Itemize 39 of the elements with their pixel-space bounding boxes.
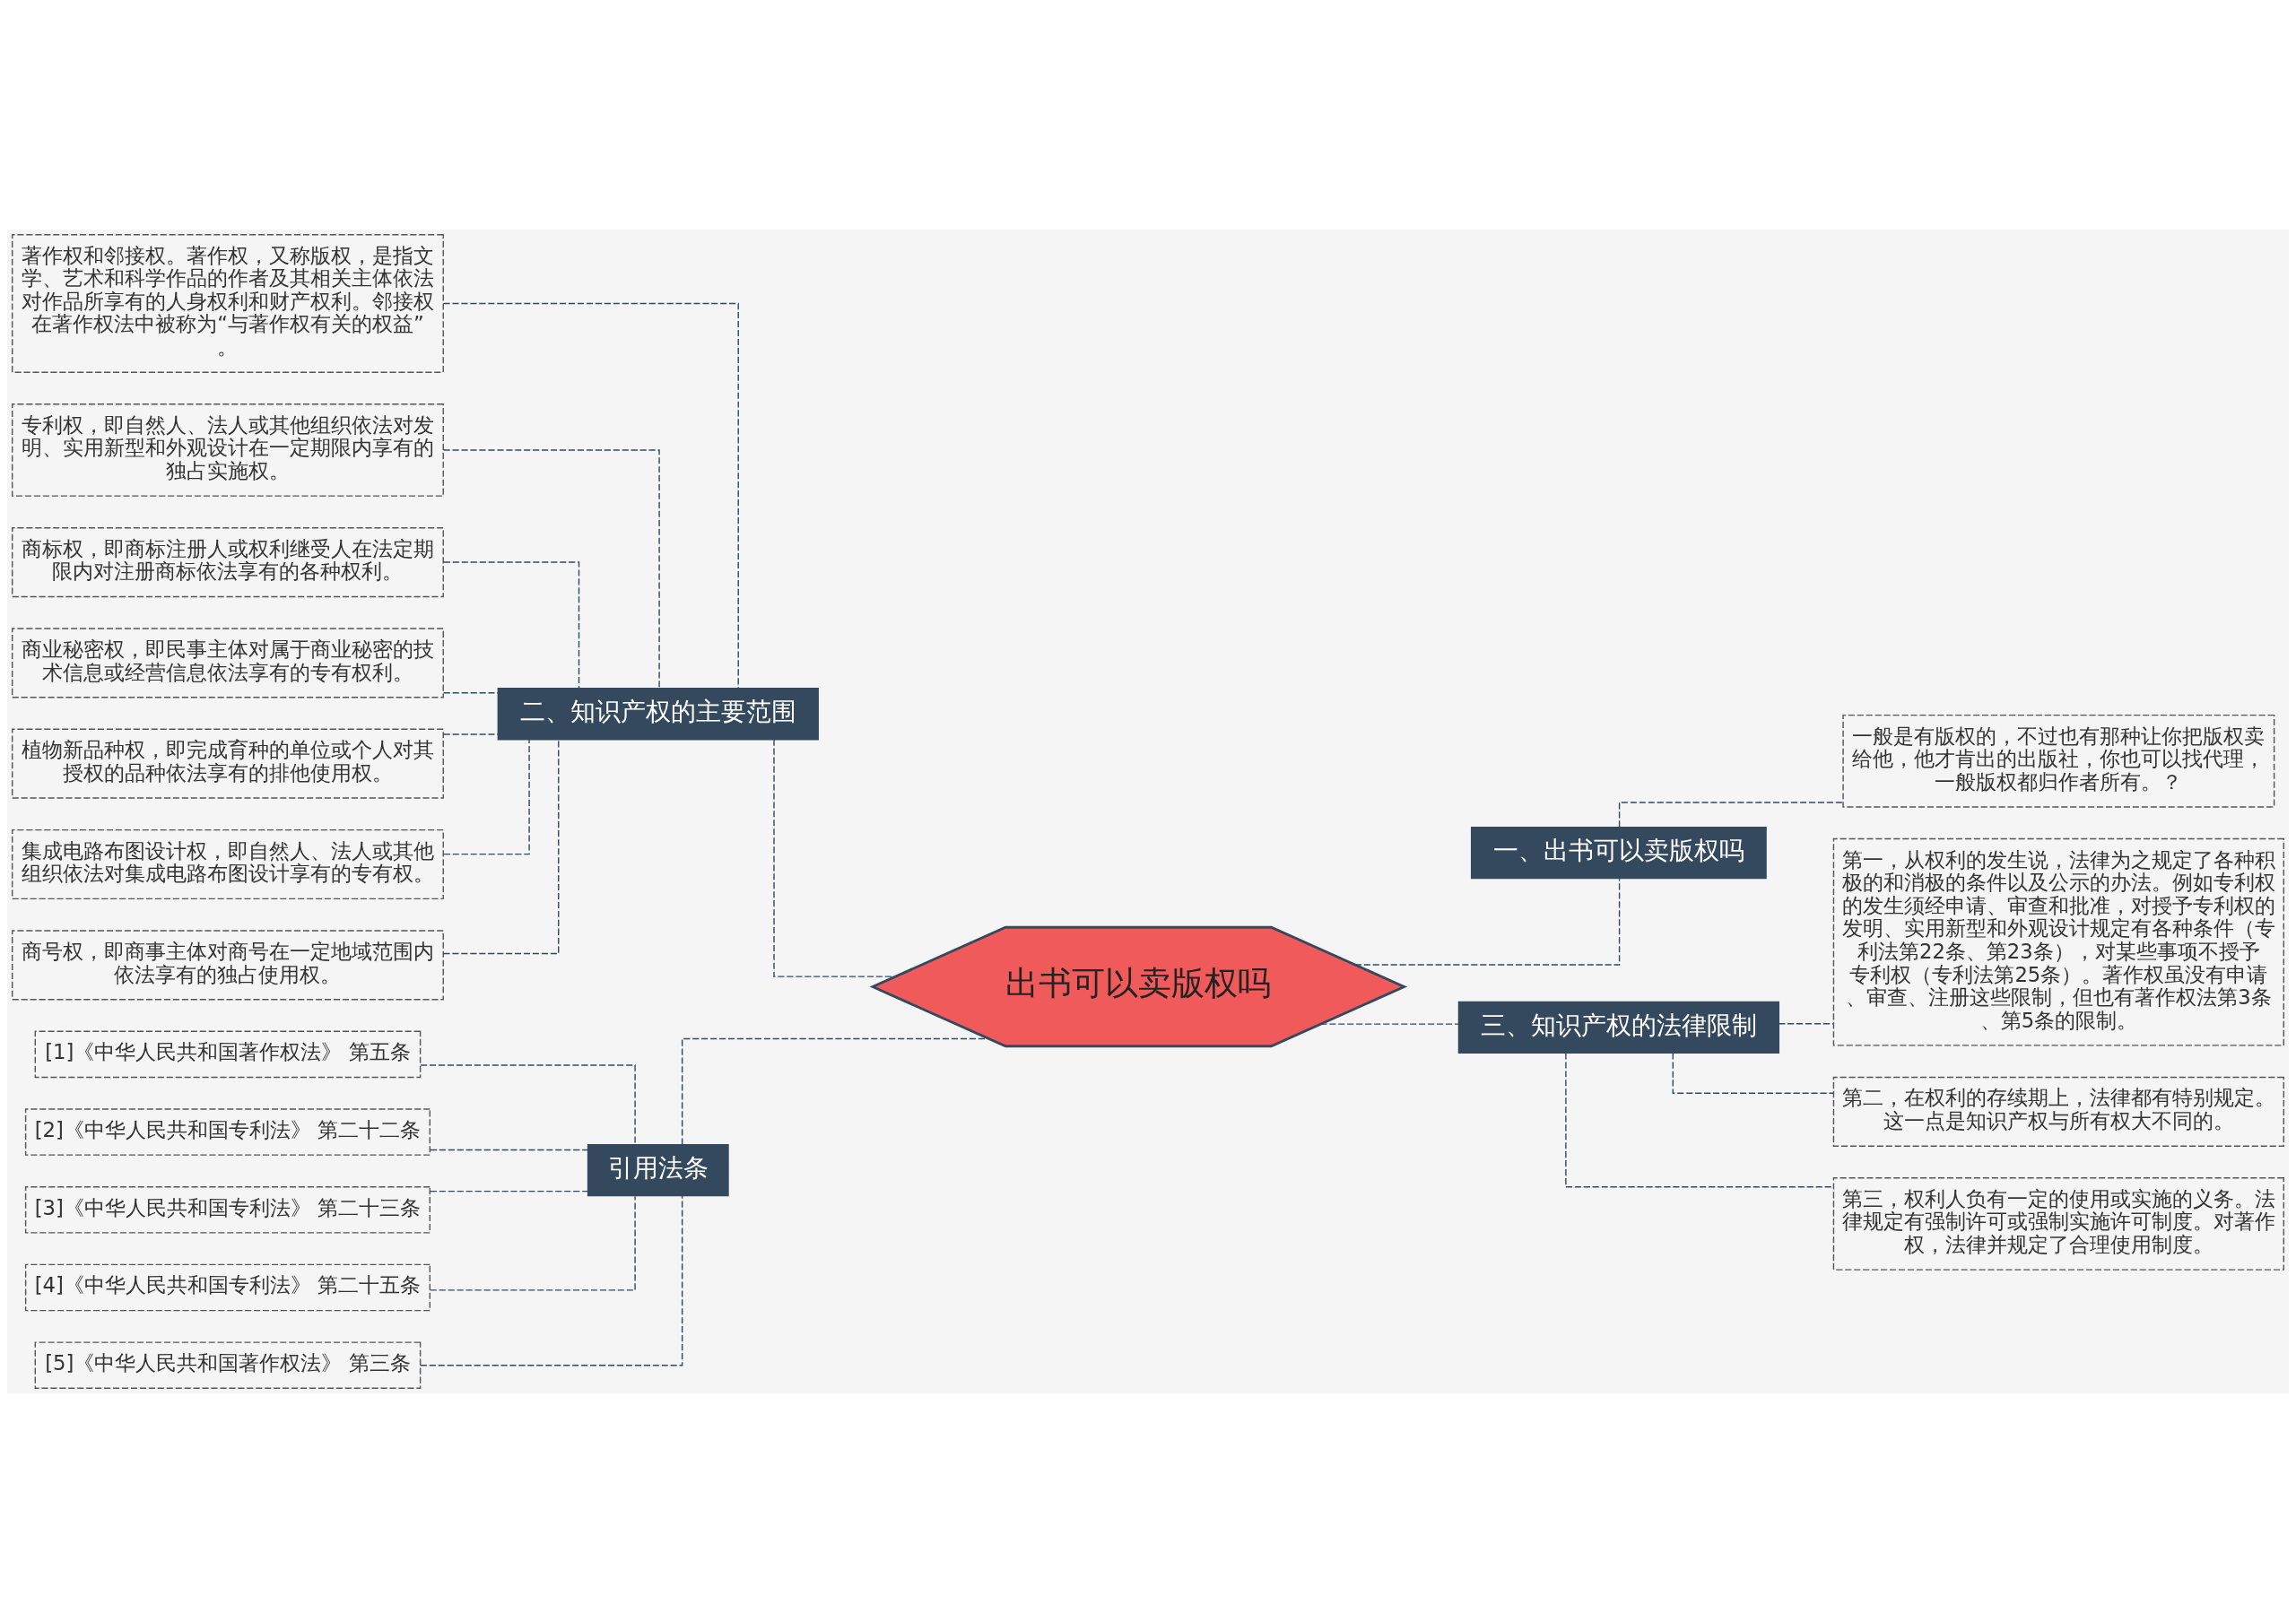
connector [1319,1022,1460,1025]
node-box: 植物新品种权，即完成育种的单位或个人对其授权的品种依法享有的排他使用权。 [12,728,444,799]
node-box: 第一，从权利的发生说，法律为之规定了各种积极的和消极的条件以及公示的办法。例如专利权的发生须经申请、审查和批准，对授予专利权的发明、实用新型和外观设计规定有各种条件（专利法第22条、第23条），对某些事项不授予专利权（专利法第25条）。著作权虽没有申请、审查、注册这些限制，但也有著作权法第3条、第5条的限制。 [1832,837,2284,1046]
connector [442,733,499,735]
node-box: 第三，权利人负有一定的使用或实施的义务。法律规定有强制许可或强制实施许可制度。对著作权，法律并规定了合理使用制度。 [1832,1176,2284,1271]
connector [442,302,739,689]
node-box: 商标权，即商标注册人或权利继受人在法定期限内对注册商标依法享有的各种权利。 [12,526,444,597]
connector [430,1190,588,1192]
connector [442,448,660,689]
connector [1778,1022,1834,1024]
node-box: 一、出书可以卖版权吗 [1471,826,1767,879]
node-box: 商号权，即商事主体对商号在一定地域范围内依法享有的独占使用权。 [12,929,444,1000]
connector [420,1063,636,1145]
node-box: 商业秘密权，即民事主体对属于商业秘密的技术信息或经营信息依法享有的专有权利。 [12,627,444,698]
node-box: [2]《中华人民共和国专利法》 第二十二条 [24,1107,430,1156]
node-box: [5]《中华人民共和国著作权法》 第三条 [34,1340,422,1389]
node-box: 专利权，即自然人、法人或其他组织依法对发明、实用新型和外观设计在一定期限内享有的独占实施权。 [12,403,444,497]
node-box: 二、知识产权的主要范围 [497,687,819,740]
connector [442,738,530,854]
connector [773,738,897,977]
connector [429,1195,636,1291]
connector [1672,1052,1834,1094]
node-box: 引用法条 [587,1143,729,1196]
connector [442,691,499,693]
connector [430,1149,588,1150]
node-box: 一般是有版权的，不过也有那种让你把版权卖给他，他才肯出的出版社，你也可以找代理，一般版权都归作者所有。？ [1842,714,2275,808]
node-box: [3]《中华人民共和国专利法》 第二十三条 [24,1185,430,1234]
connector [1565,1052,1835,1187]
connector [443,560,580,689]
connector [442,738,560,954]
node-box: [1]《中华人民共和国著作权法》 第五条 [34,1030,422,1078]
node-box: [4]《中华人民共和国专利法》 第二十五条 [24,1263,430,1311]
connector [1354,877,1621,966]
node-box: 三、知识产权的法律限制 [1457,1001,1780,1054]
node-box: 第二，在权利的存续期上，法律都有特别规定。这一点是知识产权与所有权大不同的。 [1832,1076,2284,1147]
node-box: 集成电路布图设计权，即自然人、法人或其他组织依法对集成电路布图设计享有的专有权。 [12,828,444,899]
connector [420,1194,683,1366]
connector [681,1037,989,1145]
node-box: 著作权和邻接权。著作权，又称版权，是指文学、艺术和科学作品的作者及其相关主体依法对作品所享有的人身权利和财产权利。邻接权在著作权法中被称为“与著作权有关的权益”。 [12,233,444,373]
